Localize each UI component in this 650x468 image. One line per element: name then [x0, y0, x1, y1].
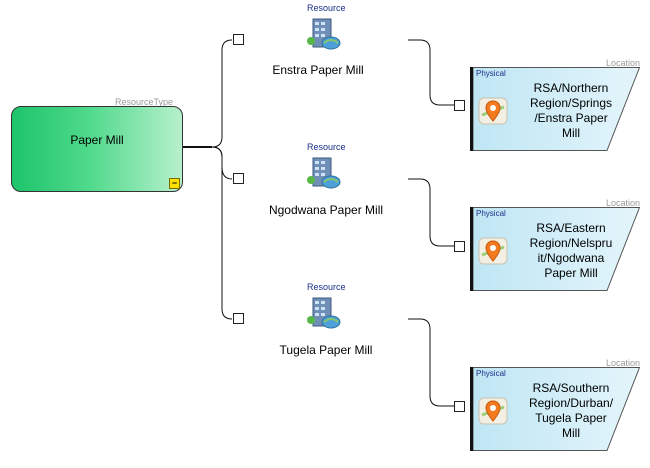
location-line: Region/Durban/ [528, 396, 614, 410]
building-globe-icon [307, 157, 341, 189]
location-shape [472, 207, 640, 291]
resource-tag: Resource [307, 282, 346, 292]
map-pin-icon [478, 397, 508, 425]
resource-label[interactable]: Tugela Paper Mill [279, 343, 373, 357]
location-line: /Enstra Paper [534, 111, 608, 125]
location-line: Paper Mill [544, 266, 598, 280]
location-line: Mill [562, 426, 580, 440]
location-line: RSA/Eastern [536, 221, 606, 235]
location-kind: Physical [476, 209, 506, 218]
expand-box-location-2[interactable] [454, 401, 465, 412]
expand-box-location-0[interactable] [454, 100, 465, 111]
location-line: RSA/Southern [532, 381, 610, 395]
location-bar [470, 207, 473, 291]
resource-type-tag: ResourceType [115, 97, 174, 107]
location-kind: Physical [476, 369, 506, 378]
location-tag: Location [606, 198, 641, 208]
location-bar [470, 67, 473, 151]
location-node[interactable]: Physical RSA/Southern Region/Durban/ Tug… [470, 367, 640, 451]
location-node[interactable]: Physical RSA/Northern Region/Springs /En… [470, 67, 640, 151]
location-line: RSA/Northern [533, 81, 609, 95]
expand-box-resource-0[interactable] [233, 34, 244, 45]
location-text: RSA/Northern Region/Springs /Enstra Pape… [512, 81, 630, 141]
expand-box-resource-1[interactable] [233, 173, 244, 184]
location-line: Mill [562, 126, 580, 140]
expand-box-resource-2[interactable] [233, 313, 244, 324]
map-pin-icon [478, 97, 508, 125]
resource-label[interactable]: Ngodwana Paper Mill [268, 203, 384, 217]
resource-type-label: Paper Mill [70, 133, 124, 147]
resource-type-node[interactable]: Paper Mill − [11, 106, 183, 192]
location-text: RSA/Eastern Region/Nelspru it/Ngodwana P… [512, 221, 630, 281]
location-node[interactable]: Physical RSA/Eastern Region/Nelspru it/N… [470, 207, 640, 291]
building-globe-icon [307, 297, 341, 329]
location-tag: Location [606, 58, 641, 68]
resource-tag: Resource [307, 3, 346, 13]
location-shape [472, 367, 640, 451]
location-line: Region/Springs [529, 96, 613, 110]
location-bar [470, 367, 473, 451]
location-line: Region/Nelspru [529, 236, 613, 250]
resource-tag: Resource [307, 142, 346, 152]
location-text: RSA/Southern Region/Durban/ Tugela Paper… [512, 381, 630, 441]
location-kind: Physical [476, 69, 506, 78]
location-line: it/Ngodwana [537, 251, 605, 265]
location-tag: Location [606, 358, 641, 368]
collapse-toggle[interactable]: − [169, 178, 180, 189]
building-globe-icon [307, 18, 341, 50]
resource-label[interactable]: Enstra Paper Mill [272, 63, 364, 77]
location-line: Tugela Paper [535, 411, 607, 425]
location-shape [472, 67, 640, 151]
map-pin-icon [478, 237, 508, 265]
expand-box-location-1[interactable] [454, 241, 465, 252]
